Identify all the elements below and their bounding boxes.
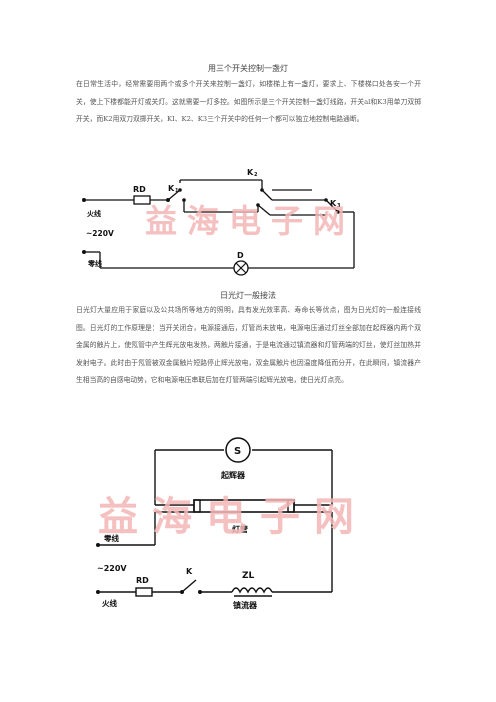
ballast-symbol-label: ZL bbox=[242, 571, 255, 581]
section2-paragraph: 日光灯大量应用于家庭以及公共场所等地方的照明，具有发光效率高、寿命长等优点，图为… bbox=[76, 306, 421, 385]
k2-subscript: 2 bbox=[254, 172, 258, 178]
lamp-label: D bbox=[237, 251, 244, 260]
voltage-label: ~220V bbox=[86, 229, 114, 238]
neutral-wire-label: 零线 bbox=[87, 259, 102, 268]
section2-title: 日光灯一般接法 bbox=[220, 291, 276, 300]
neutral-wire-label-2: 零线 bbox=[103, 533, 119, 543]
section1-title: 用三个开关控制一盏灯 bbox=[208, 64, 288, 73]
k2-label: K bbox=[247, 168, 254, 177]
live-wire-label-2: 火线 bbox=[102, 598, 117, 608]
starter-symbol bbox=[225, 437, 251, 463]
k1-label: K bbox=[168, 184, 175, 193]
voltage-label-2: ~220V bbox=[97, 564, 127, 573]
k1-subscript: 1 bbox=[175, 188, 179, 194]
switch-k-label: K bbox=[186, 567, 193, 576]
k3-label: K bbox=[330, 199, 337, 208]
rd-label-2: RD bbox=[136, 576, 149, 585]
section1-paragraph: 在日常生活中，经常需要用两个或多个开关来控制一盏灯，如楼梯上有一盏灯，要求上、下… bbox=[76, 80, 421, 124]
starter-label: 起辉器 bbox=[220, 470, 246, 480]
watermark-1: 益海电子网 bbox=[145, 202, 355, 240]
ballast-label: 镇流器 bbox=[233, 600, 258, 610]
live-wire-label: 火线 bbox=[87, 209, 101, 218]
watermark-2: 益海电子网 bbox=[98, 493, 368, 540]
tube-label: 灯管 bbox=[232, 524, 248, 534]
rd-label: RD bbox=[133, 185, 146, 194]
starter-symbol-label: S bbox=[234, 446, 241, 457]
k3-subscript: 3 bbox=[337, 203, 341, 209]
